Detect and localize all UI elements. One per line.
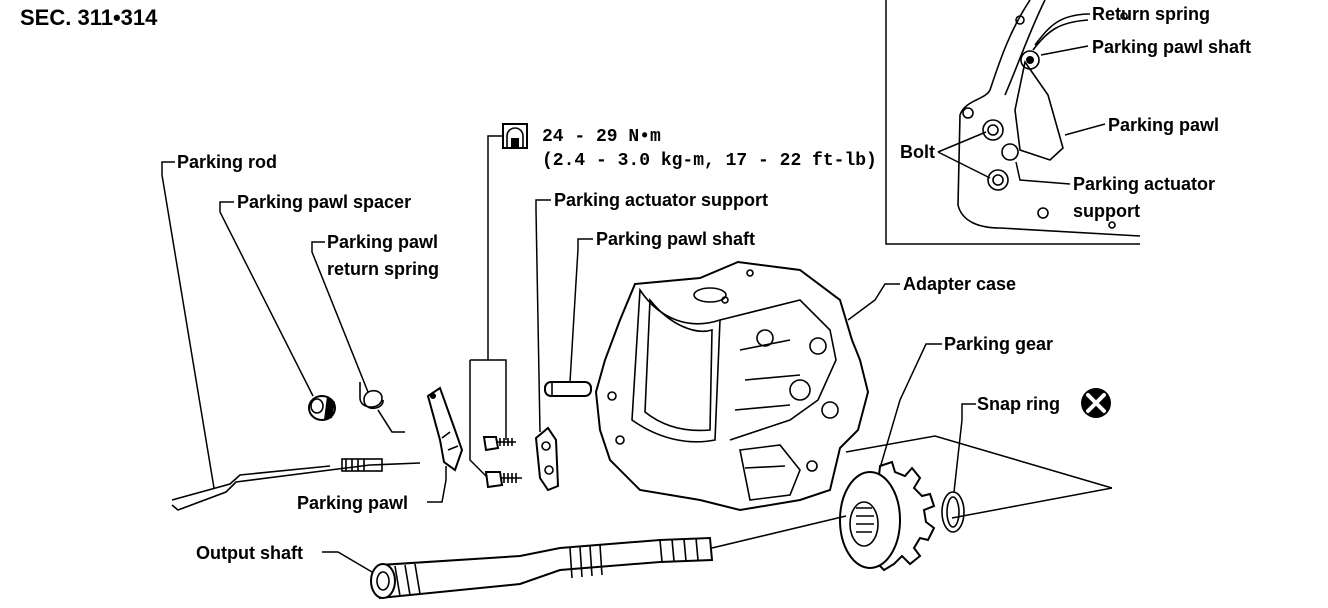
leader-actuator-support [535,199,551,433]
part-snap-ring [941,491,965,533]
label-return-spring-2: return spring [327,259,439,279]
inset-frame [885,0,1140,245]
leader-parking-gear [879,343,942,469]
label-return-spring-1: Parking pawl [327,232,438,252]
section-number: SEC. 311•314 [20,5,158,30]
inset-leader-bolt [937,131,991,179]
inset-label-parking-pawl: Parking pawl [1108,115,1219,135]
inset-label-bolt: Bolt [900,142,935,162]
torque-value-nm: 24 - 29 N•m [542,127,661,147]
torque-wrench-icon [502,123,528,149]
inset-bolt-upper [982,119,1004,141]
inset-leader-pawl [1064,123,1106,136]
part-bolt-upper [482,436,516,452]
label-snap-ring: Snap ring [977,394,1060,414]
part-output-shaft [370,515,847,600]
label-parking-pawl-spacer: Parking pawl spacer [237,192,411,212]
inset-return-spring [1032,13,1089,51]
part-parking-pawl [426,386,464,472]
part-parking-pawl-shaft [544,381,592,397]
part-parking-rod [171,458,421,511]
inset-label-actuator-2: support [1073,201,1140,221]
leader-parking-rod [161,161,215,489]
inset-leader-actuator [1015,161,1071,185]
leader-snap-ring [953,403,976,493]
leader-return-spring [311,241,369,393]
leader-pawl-spacer [219,201,314,397]
label-actuator-support: Parking actuator support [554,190,768,210]
label-adapter-case: Adapter case [903,274,1016,294]
inset-label-pawl-shaft: Parking pawl shaft [1092,37,1251,57]
inset-case-outline [957,0,1141,237]
inset-parking-pawl [1014,60,1064,161]
inset-label-return-spring: Return spring [1092,4,1210,24]
label-parking-rod: Parking rod [177,152,277,172]
leader-pawl-shaft [569,238,593,383]
part-return-spring [359,382,405,433]
leader-output-shaft [322,551,373,573]
label-output-shaft: Output shaft [196,543,303,563]
inset-bolt-lower [987,169,1009,191]
do-not-reuse-icon [1081,388,1111,418]
part-bolt-lower [484,471,522,489]
shaft-axis-line [711,515,847,549]
part-parking-actuator-support [534,426,560,492]
inset-label-actuator-1: Parking actuator [1073,174,1215,194]
torque-bracket [487,135,503,360]
reference-plane-upper [845,435,1113,489]
label-parking-pawl: Parking pawl [297,493,408,513]
reference-plane-lower [951,487,1113,519]
leader-parking-pawl [427,466,447,503]
inset-leader-shaft [1040,45,1089,56]
torque-value-imperial: (2.4 - 3.0 kg-m, 17 - 22 ft-lb) [542,151,877,171]
part-adapter-case [594,260,870,512]
inset-case-inner [1004,0,1046,96]
inset-detail-view: Return spring Parking pawl shaft Parking… [885,0,1251,245]
label-parking-gear: Parking gear [944,334,1053,354]
leader-adapter-case [847,283,900,321]
label-pawl-shaft: Parking pawl shaft [596,229,755,249]
part-parking-pawl-spacer [308,395,336,421]
torque-spec: 24 - 29 N•m (2.4 - 3.0 kg-m, 17 - 22 ft-… [469,123,877,481]
part-parking-gear [839,460,936,572]
